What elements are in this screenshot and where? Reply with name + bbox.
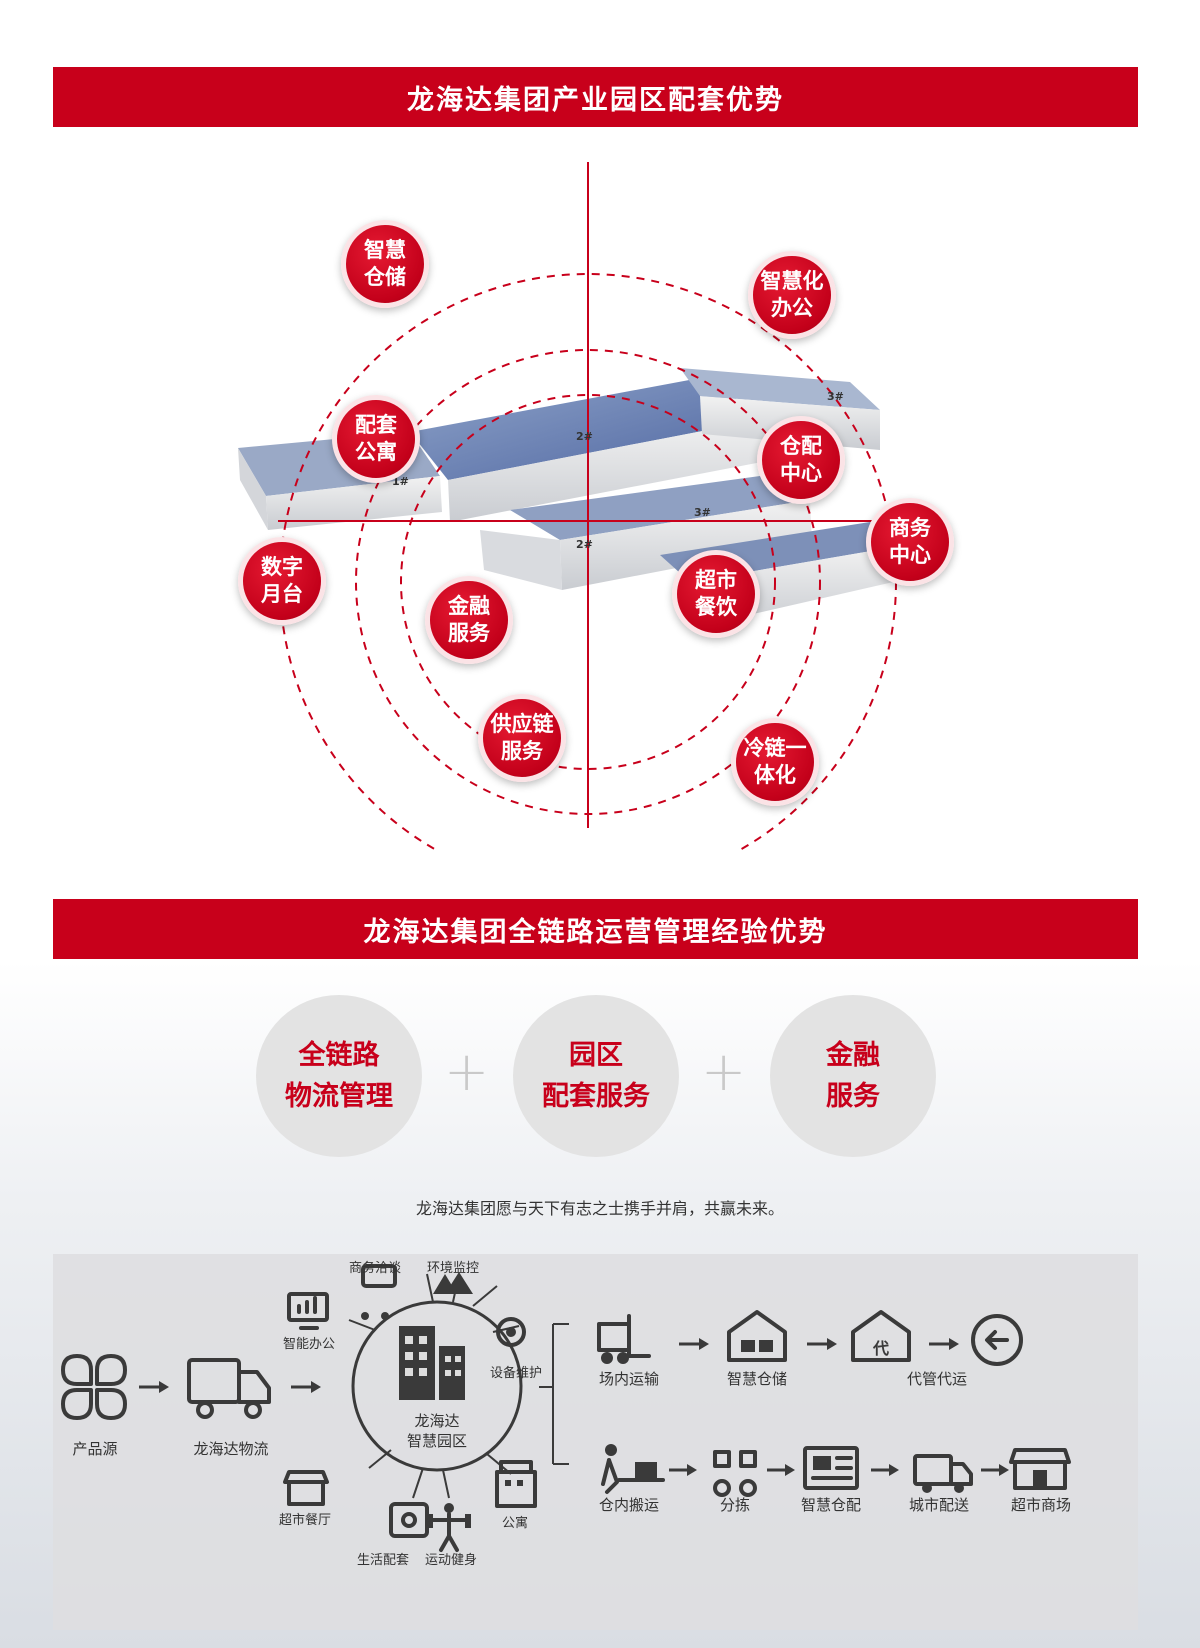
label-environment-monitor: 环境监控 <box>427 1261 479 1276</box>
sorting-icon <box>713 1450 757 1497</box>
equipment-maintenance-icon <box>496 1317 526 1347</box>
label-fitness: 运动健身 <box>425 1552 477 1568</box>
service-distribution-center: 仓配 中心 <box>757 416 845 504</box>
service-supply-chain: 供应链 服务 <box>478 694 566 782</box>
plus-sign: + <box>701 1040 747 1103</box>
smart-warehouse-icon <box>727 1310 787 1362</box>
smart-distribution-icon <box>803 1446 859 1490</box>
pillar-park-services: 园区 配套服务 <box>513 995 679 1157</box>
service-digital-platform: 数字 月台 <box>238 537 326 625</box>
label-smart-warehouse: 智慧仓储 <box>727 1370 787 1388</box>
park-advantage-diagram: 1# 2# 3# 2# 3# 智慧 仓储 智慧化 办公 配套 公寓 仓配 中心 … <box>0 150 1200 850</box>
product-source-icon <box>61 1354 127 1420</box>
label-city-delivery: 城市配送 <box>909 1496 969 1514</box>
agency-house-icon: 代 <box>851 1310 911 1362</box>
city-delivery-icon <box>913 1454 973 1493</box>
service-apartment: 配套 公寓 <box>332 395 420 483</box>
service-smart-warehouse: 智慧 仓储 <box>341 220 429 308</box>
label-sorting: 分拣 <box>720 1496 750 1514</box>
hub-title: 龙海达 <box>414 1412 459 1430</box>
label-supermarket-mall: 超市商场 <box>1011 1496 1071 1514</box>
smart-park-hub: 龙海达 智慧园区 <box>348 1273 523 1499</box>
park-illustration: 1# 2# 3# 2# 3# <box>238 162 930 850</box>
apartment-icon <box>495 1460 537 1508</box>
flow-diagram: 产品源 龙海达物流 <box>53 1254 1138 1630</box>
supermarket-mall-icon <box>1009 1448 1071 1490</box>
forklift-icon <box>597 1314 651 1364</box>
building-label: 3# <box>827 390 844 403</box>
section-title-operations: 龙海达集团全链路运营管理经验优势 <box>53 899 1138 959</box>
service-business-center: 商务 中心 <box>866 498 954 586</box>
pillar-logistics: 全链路 物流管理 <box>256 995 422 1157</box>
return-circle-icon <box>971 1314 1023 1366</box>
label-yard-transport: 场内运输 <box>599 1370 659 1388</box>
flow-diagram-svg: 产品源 龙海达物流 <box>61 1260 1071 1568</box>
label-equipment-maintenance: 设备维护 <box>490 1365 542 1381</box>
label-living-supplies: 生活配套 <box>357 1552 409 1568</box>
label-agency-transport: 代管代运 <box>907 1370 967 1388</box>
label-smart-office: 智能办公 <box>283 1337 335 1352</box>
label-product-source: 产品源 <box>72 1440 117 1458</box>
building-label: 1# <box>392 475 409 488</box>
building-label: 2# <box>576 430 593 443</box>
section-title-park: 龙海达集团产业园区配套优势 <box>53 67 1138 127</box>
label-business-talk: 商务洽谈 <box>349 1260 401 1276</box>
pillar-finance: 金融 服务 <box>770 995 936 1157</box>
living-supplies-icon <box>389 1502 429 1538</box>
building-label: 2# <box>576 538 593 551</box>
agency-icon-text: 代 <box>872 1339 889 1358</box>
environment-monitor-icon <box>433 1272 473 1294</box>
label-warehouse-handling: 仓内搬运 <box>599 1496 659 1514</box>
building-label: 3# <box>694 506 711 519</box>
worker-cart-icon <box>601 1444 665 1494</box>
label-apartment: 公寓 <box>502 1515 528 1531</box>
label-logistics: 龙海达物流 <box>193 1440 268 1458</box>
supermarket-restaurant-icon <box>283 1470 329 1506</box>
service-supermarket-dining: 超市 餐饮 <box>672 550 760 638</box>
plus-sign: + <box>444 1040 490 1103</box>
hub-subtitle: 智慧园区 <box>407 1432 467 1450</box>
label-smart-distribution: 智慧仓配 <box>801 1496 861 1514</box>
service-cold-chain: 冷链一 体化 <box>731 718 819 806</box>
slogan-text: 龙海达集团愿与天下有志之士携手并肩，共赢未来。 <box>415 1199 784 1218</box>
service-smart-office: 智慧化 办公 <box>748 251 836 339</box>
fitness-icon <box>427 1503 471 1552</box>
smart-office-icon <box>287 1292 329 1330</box>
business-talk-icon <box>361 1264 397 1320</box>
label-supermarket-restaurant: 超市餐厅 <box>279 1512 331 1528</box>
service-finance: 金融 服务 <box>425 576 513 664</box>
truck-icon <box>187 1358 271 1419</box>
